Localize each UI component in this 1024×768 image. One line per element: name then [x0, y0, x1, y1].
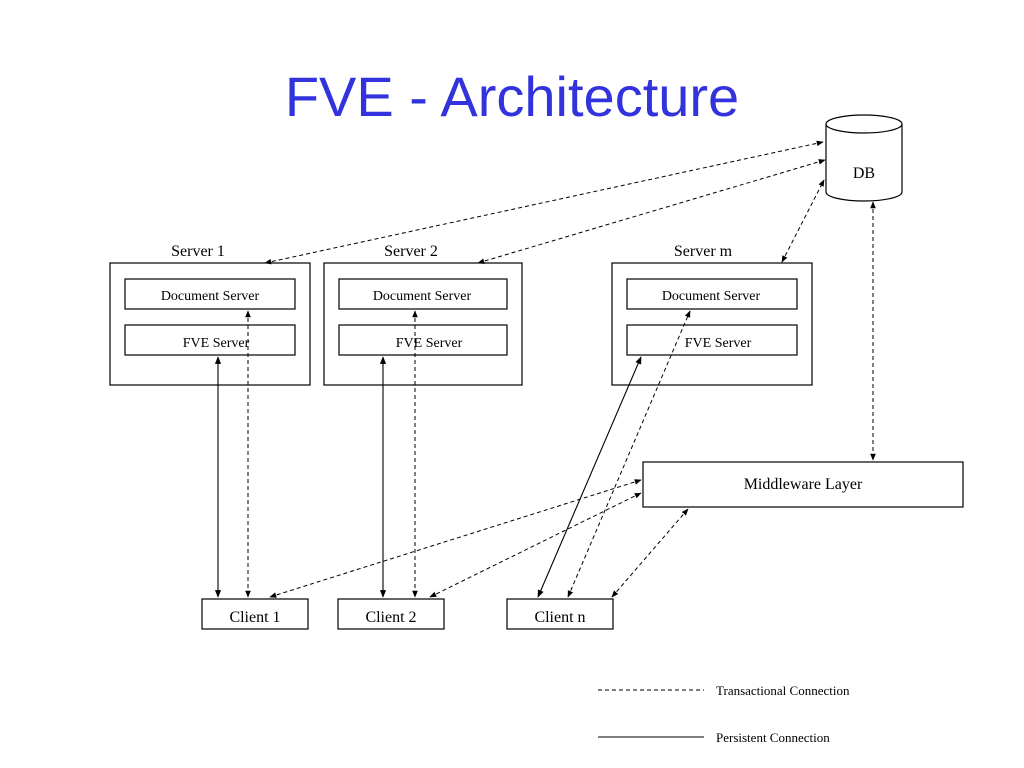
- slide-title: FVE - Architecture: [284, 65, 740, 128]
- connection-server-1-db: [264, 140, 824, 265]
- middleware-layer: Middleware Layer: [642, 461, 964, 508]
- connection-client-n-middleware: [611, 508, 689, 598]
- server-1-fve-server: [124, 324, 296, 356]
- server-1-fve-server-label: FVE Server: [183, 336, 250, 351]
- db-label: DB: [853, 165, 875, 182]
- server-2-document-server: [338, 278, 508, 310]
- connection-server-2-db: [477, 159, 826, 264]
- server-2: Server 2 Document Server FVE Server: [323, 243, 523, 386]
- client-1: Client 1: [201, 598, 309, 630]
- server-m-label: Server m: [674, 243, 733, 260]
- connection-server-m-db: [781, 179, 825, 263]
- server-1: Server 1 Document Server FVE Server: [109, 243, 311, 386]
- server-m-document-server-label: Document Server: [662, 289, 761, 304]
- client-2: Client 2: [337, 598, 445, 630]
- server-1-label: Server 1: [171, 243, 225, 260]
- db-node: DB: [825, 114, 903, 202]
- server-m: Server m Document Server FVE Server: [611, 243, 813, 386]
- server-1-document-server: [124, 278, 296, 310]
- client-n: Client n: [506, 598, 614, 630]
- server-1-document-server-label: Document Server: [161, 289, 260, 304]
- connection-client-n-fve-server: [537, 356, 642, 598]
- server-m-fve-server-label: FVE Server: [685, 336, 752, 351]
- middleware-layer-label: Middleware Layer: [744, 476, 863, 493]
- server-2-fve-server-label: FVE Server: [396, 336, 463, 351]
- server-2-fve-server: [338, 324, 508, 356]
- connection-client-2-middleware: [429, 492, 642, 598]
- client-2-label: Client 2: [365, 609, 416, 626]
- server-2-label: Server 2: [384, 243, 438, 260]
- server-2-document-server-label: Document Server: [373, 289, 472, 304]
- legend: Transactional Connection Persistent Conn…: [598, 683, 850, 745]
- legend-persistent-label: Persistent Connection: [716, 730, 830, 745]
- legend-transactional-label: Transactional Connection: [716, 683, 850, 698]
- connection-client-1-middleware: [269, 479, 642, 598]
- client-1-label: Client 1: [229, 609, 280, 626]
- client-n-label: Client n: [534, 609, 585, 626]
- server-m-document-server: [626, 278, 798, 310]
- connection-client-n-document-server: [567, 310, 691, 598]
